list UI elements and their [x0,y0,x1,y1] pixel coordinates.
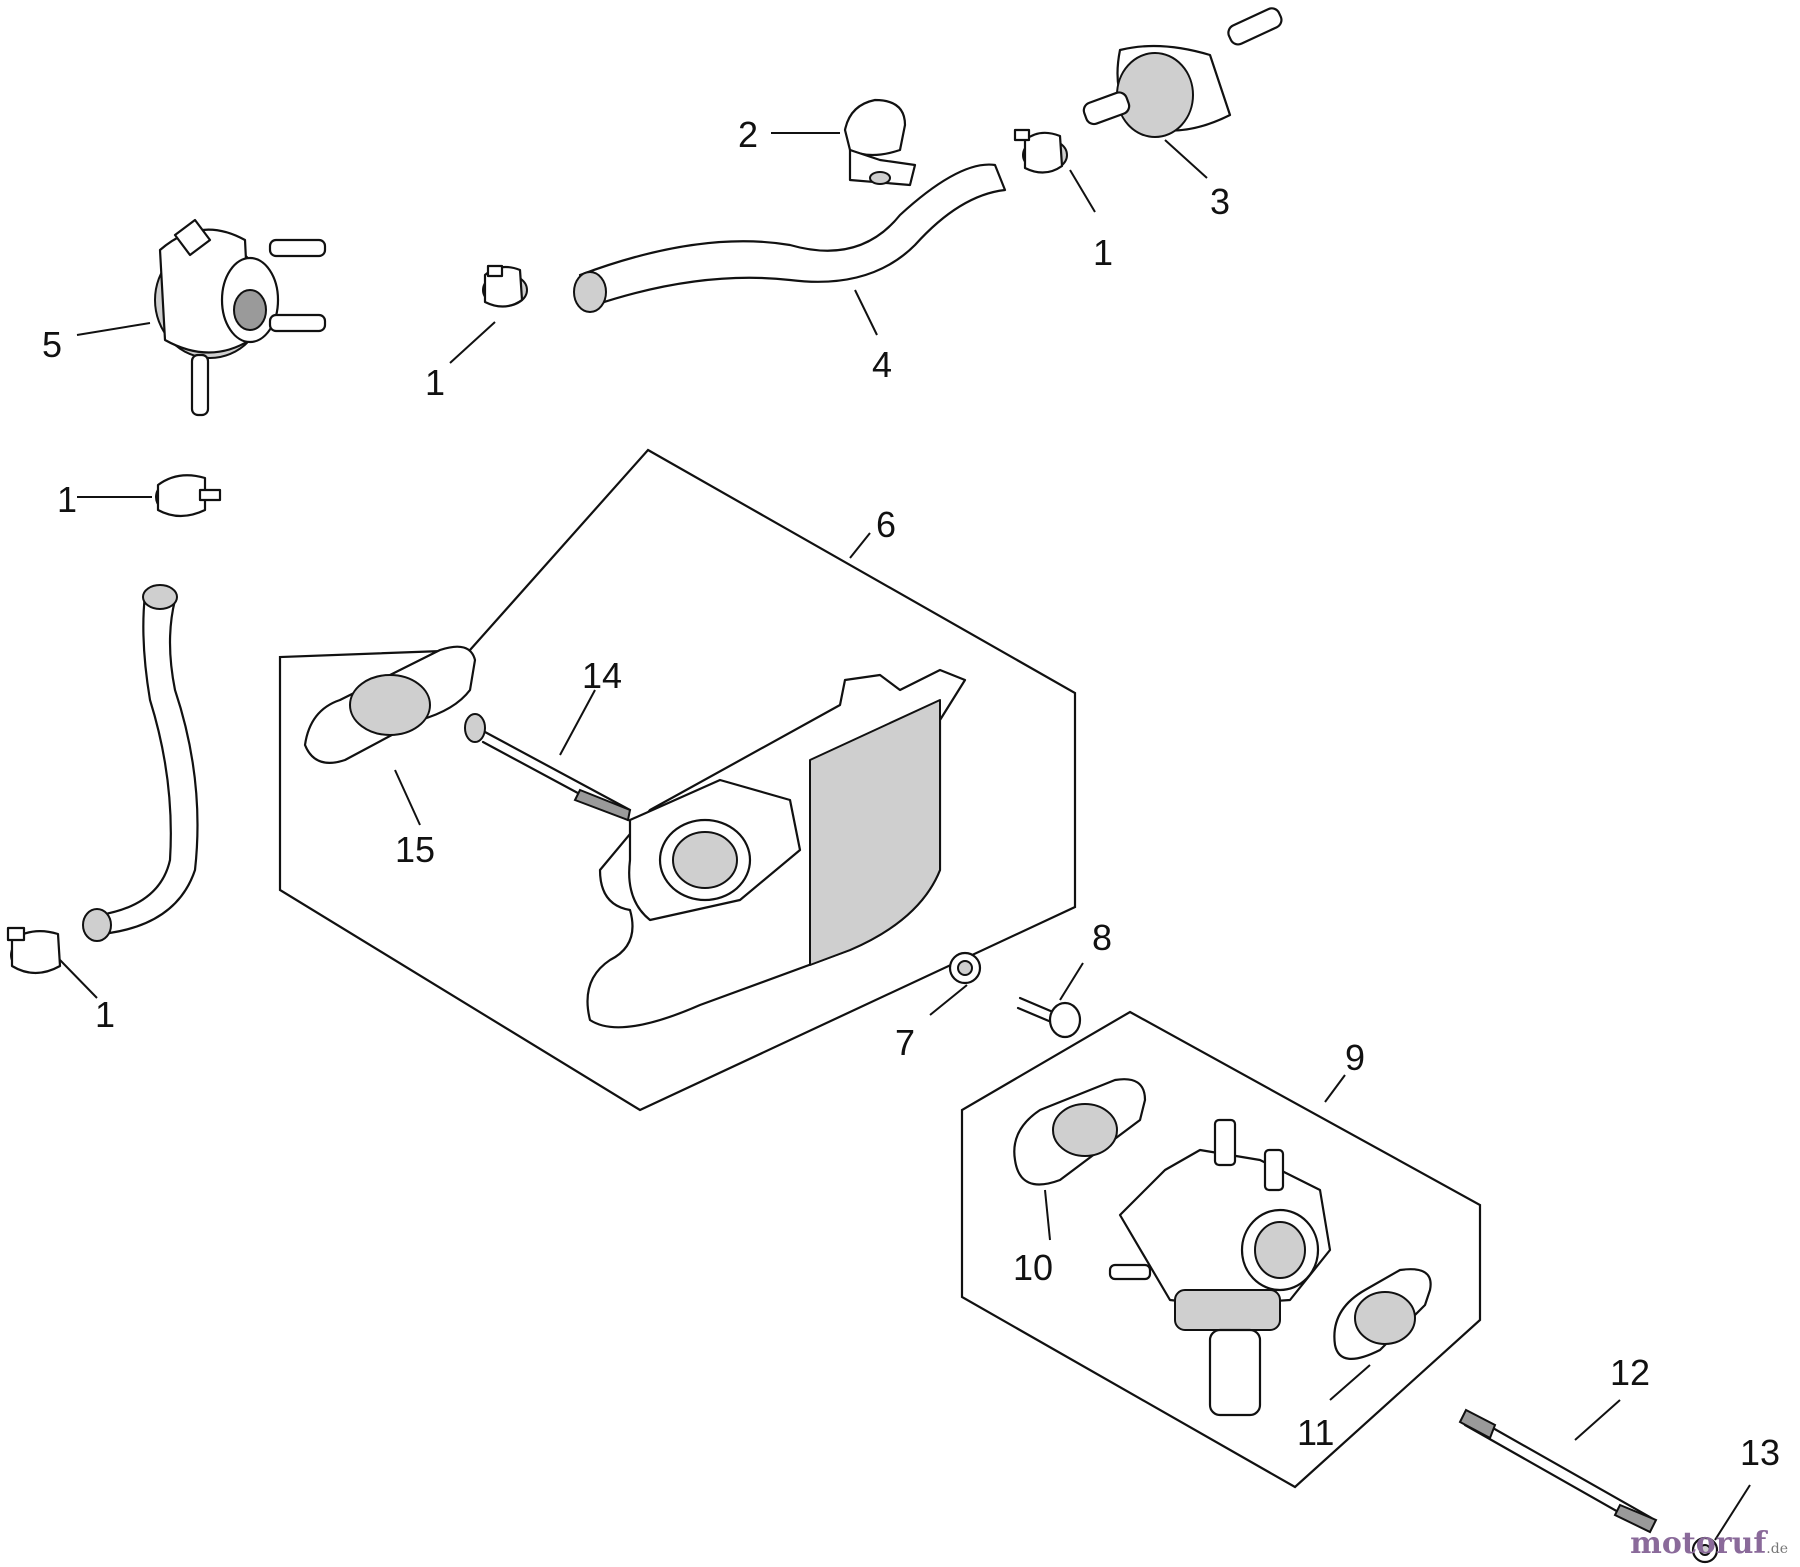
fuel-hose-upper-part [578,163,1007,307]
carburetor-part [1108,1118,1332,1417]
leader-lines [59,132,1751,1541]
hose-clamp-part [155,474,222,518]
watermark-brand: motoruf [1630,1526,1767,1561]
screw-part [1016,996,1082,1039]
callout-4: 4 [872,344,892,385]
watermark-tld: .de [1766,1541,1788,1557]
callout-14: 14 [582,655,622,696]
intake-adapter-part [586,668,967,1029]
long-bolt-part [464,713,632,822]
lock-washer-part [948,951,982,985]
callout-1-bottom: 1 [95,994,115,1035]
assembly-9-box [960,1010,1482,1489]
callout-5: 5 [42,324,62,365]
callout-1-upper-right: 1 [1093,232,1113,273]
callout-8: 8 [1092,917,1112,958]
callout-7: 7 [895,1022,915,1063]
stud-part [1458,1408,1658,1534]
callout-10: 10 [1013,1247,1053,1288]
fuel-filter-part [1082,7,1283,138]
callout-11: 11 [1297,1412,1334,1453]
callout-13: 13 [1740,1432,1780,1473]
hose-clamp-part [6,926,62,975]
nut-part [1691,1536,1719,1564]
watermark-logo: motoruf.de [1630,1526,1788,1561]
callout-1-mid: 1 [425,362,445,403]
callout-12: 12 [1610,1352,1650,1393]
callout-3: 3 [1210,181,1230,222]
callout-15: 15 [395,829,435,870]
callout-9: 9 [1345,1037,1365,1078]
hose-clamp-part [1013,128,1068,174]
callout-labels: 1 1 1 1 2 3 4 5 6 7 8 9 10 11 12 13 14 1… [42,114,1780,1473]
callout-1-left: 1 [57,479,77,520]
callout-6: 6 [876,504,896,545]
callout-2: 2 [738,114,758,155]
fuel-pump-part [154,218,327,417]
hose-clamp-part [482,264,528,308]
hose-bracket-part [843,98,917,187]
fuel-hose-lower-part [88,593,199,937]
